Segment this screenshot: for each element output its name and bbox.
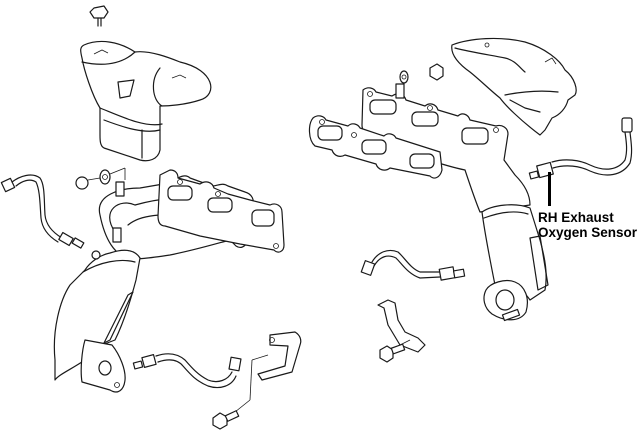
rh-exhaust-oxygen-sensor-label: RH Exhaust Oxygen Sensor <box>538 210 637 240</box>
left-bracket-bolt <box>212 410 240 430</box>
left-manifold-gasket <box>157 169 285 253</box>
right-heat-shield <box>451 37 577 136</box>
left-heat-shield-bolt <box>89 5 109 27</box>
left-bracket <box>234 331 302 413</box>
right-manifold-gasket <box>308 115 443 179</box>
right-nut-washer <box>399 63 444 84</box>
left-catalytic-converter <box>53 249 141 393</box>
right-bracket-bolt <box>379 343 406 363</box>
right-catalytic-converter <box>481 204 549 322</box>
right-downstream-oxygen-sensor <box>360 249 466 281</box>
left-nut-washer <box>75 167 126 190</box>
left-downstream-oxygen-sensor <box>132 353 242 389</box>
label-line-2: Oxygen Sensor <box>538 225 638 240</box>
left-upstream-oxygen-sensor <box>0 174 85 249</box>
label-line-1: RH Exhaust <box>538 210 614 225</box>
callout-indicator-line <box>548 172 551 206</box>
left-heat-shield <box>80 40 212 162</box>
